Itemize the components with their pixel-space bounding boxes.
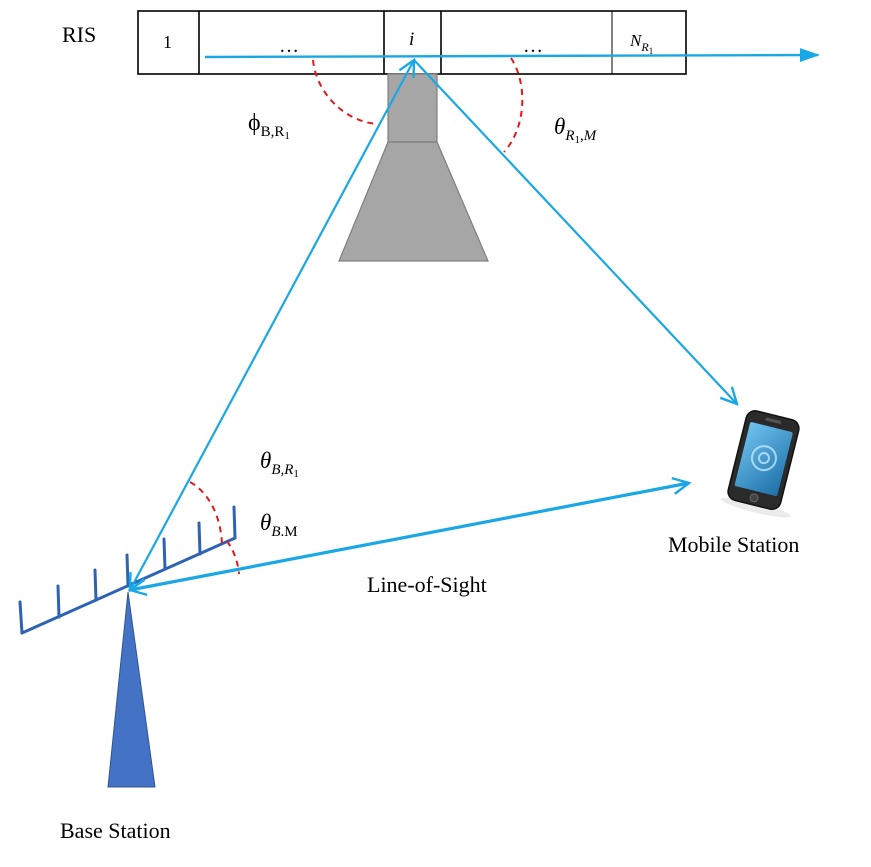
link-ris-to-ms bbox=[413, 59, 737, 404]
angle-label-theta-b-r1: θB,R1 bbox=[260, 448, 299, 480]
ris-cell-last: NR1 bbox=[629, 31, 653, 56]
ris-cell-dots-right: … bbox=[523, 35, 543, 57]
ris-cell-dots-left: … bbox=[279, 35, 299, 57]
angle-label-theta-r1-m: θR1,M bbox=[554, 114, 598, 146]
line-of-sight-label: Line-of-Sight bbox=[367, 572, 487, 597]
mobile-station-label: Mobile Station bbox=[668, 532, 799, 557]
link-line-of-sight bbox=[130, 483, 689, 590]
angle-arc-phi-b-r1 bbox=[312, 59, 379, 125]
ris-cell-middle: i bbox=[409, 29, 414, 50]
base-station-tower bbox=[107, 591, 156, 788]
angle-arc-theta-b-m bbox=[226, 540, 240, 575]
ris-cell-first: 1 bbox=[163, 32, 172, 52]
base-station-label: Base Station bbox=[60, 818, 171, 843]
ris-axis-arrow bbox=[204, 48, 820, 63]
ris-label: RIS bbox=[62, 22, 96, 47]
angle-label-theta-b-m: θB.M bbox=[260, 510, 298, 540]
angle-label-phi-b-r1: ϕB,R1 bbox=[248, 110, 290, 142]
angle-arc-theta-r1-m bbox=[503, 57, 524, 153]
mobile-phone-icon bbox=[720, 410, 800, 518]
ris-panel-stand bbox=[338, 73, 489, 262]
angle-arc-theta-b-r1 bbox=[189, 481, 223, 546]
